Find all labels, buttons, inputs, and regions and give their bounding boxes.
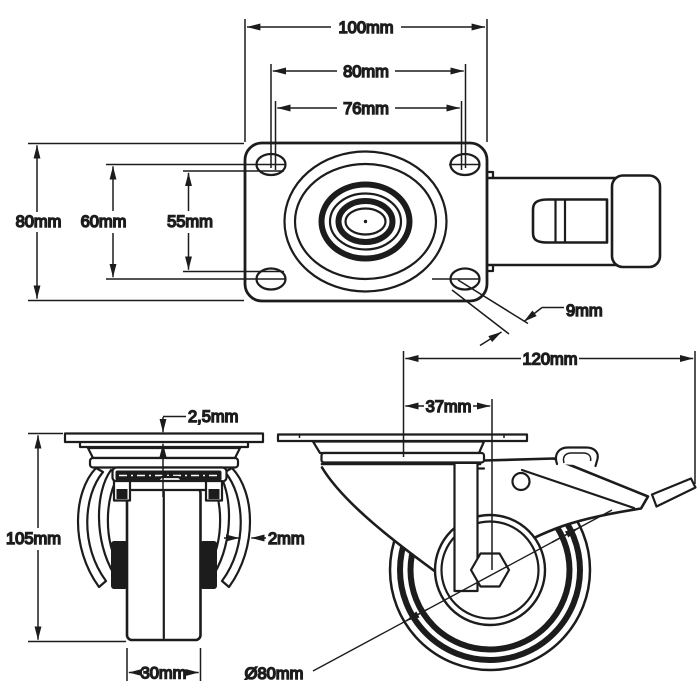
dim-label-plate-thickness: 2,5mm [188,408,238,426]
dim-label-bracket-thickness: 2mm [268,530,305,548]
dim-label-plate-depth: 80mm [16,213,62,231]
axle-hex-nut [469,552,511,588]
dim-label-hole-spacing-x: 80mm [343,63,389,81]
side-fork-leg [453,462,479,593]
dim-label-overall-height: 105mm [6,530,61,548]
front-wheel [125,486,202,642]
dimension-hole-spacing-x: 80mm [270,62,467,168]
dimension-overall-length: 120mm [405,350,696,484]
center-mark [363,219,368,224]
dimension-slot-width: 9mm [479,301,603,347]
dim-label-wheel-diameter: Ø80mm [245,665,304,683]
dimension-swivel-offset: 37mm [405,397,491,417]
dimension-overall-height: 105mm [5,432,126,643]
dim-label-hole-spacing-y: 60mm [81,213,127,231]
top-view: 100mm 80mm 76mm 80mm 60mm [15,18,662,347]
dim-label-wheel-width: 30mm [141,665,187,683]
brake-hoop [554,446,599,468]
brake-arm-endcap [610,174,662,269]
dimension-plate-depth: 80mm [15,142,244,302]
dimension-wheel-diameter: Ø80mm [244,509,613,684]
brake-pad-left [111,541,128,589]
dim-label-slot-spacing-y: 55mm [167,213,213,231]
front-axle-housing [111,466,228,502]
dim-label-slot-spacing-x: 76mm [343,100,389,118]
fork-bolt-hole [511,471,531,492]
dimension-hole-spacing-y: 60mm [80,163,285,280]
front-race-band [88,456,240,469]
dimension-wheel-width: 30mm [126,648,202,683]
dimension-slot-spacing-y: 55mm [166,170,284,273]
brake-arm-top [485,170,662,273]
dim-label-overall-width: 100mm [338,19,393,37]
brake-pad-right [200,541,217,589]
dimension-plate-thickness: 2,5mm [159,407,239,497]
front-view: 2,5mm 105mm 2mm 30mm [5,407,305,683]
dim-label-overall-length: 120mm [522,351,577,369]
dim-label-swivel-offset: 37mm [426,398,472,416]
side-races [311,440,486,464]
dimension-bracket-thickness: 2mm [224,529,305,549]
dimension-slot-spacing-x: 76mm [274,99,463,170]
brake-pedal-top [531,198,609,244]
side-view: 120mm 37mm Ø80mm [244,350,697,684]
front-plate [63,432,265,444]
dim-label-slot-width: 9mm [566,302,603,320]
side-plate [276,433,529,443]
front-race-cone [86,446,242,460]
dimension-overall-width: 100mm [244,18,488,142]
swivel-bearing-rings [283,150,448,293]
brake-pedal-side [650,477,697,508]
